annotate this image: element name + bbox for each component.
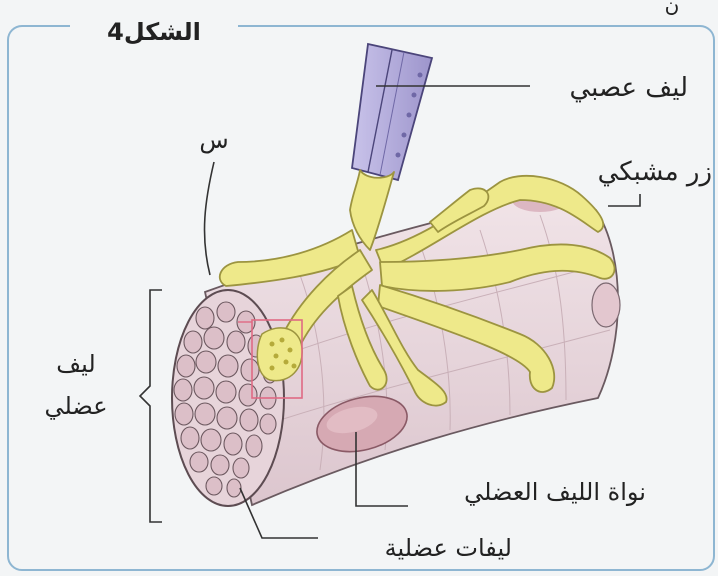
leader-x [204,162,214,275]
label-muscle-fiber-line1: ليف [56,350,95,378]
muscle-fiber-brace [140,290,162,522]
label-myofibrils: ليفات عضلية [385,534,512,562]
figure-title: الشكل4 [107,18,201,46]
synapse-cleft-bulb [257,328,302,381]
label-muscle-fiber-line2: عضلي [44,392,107,420]
nerve-fiber [352,44,432,180]
label-synaptic-button: زر مشبكي [598,157,712,187]
leader-synaptic-button [608,194,640,206]
label-nucleus: نواة الليف العضلي [464,478,646,506]
label-x-marker: س [199,126,228,154]
top-fragment-text: ن [665,0,680,17]
far-end-cap [592,283,620,327]
label-nerve-fiber: ليف عصبي [569,73,688,103]
